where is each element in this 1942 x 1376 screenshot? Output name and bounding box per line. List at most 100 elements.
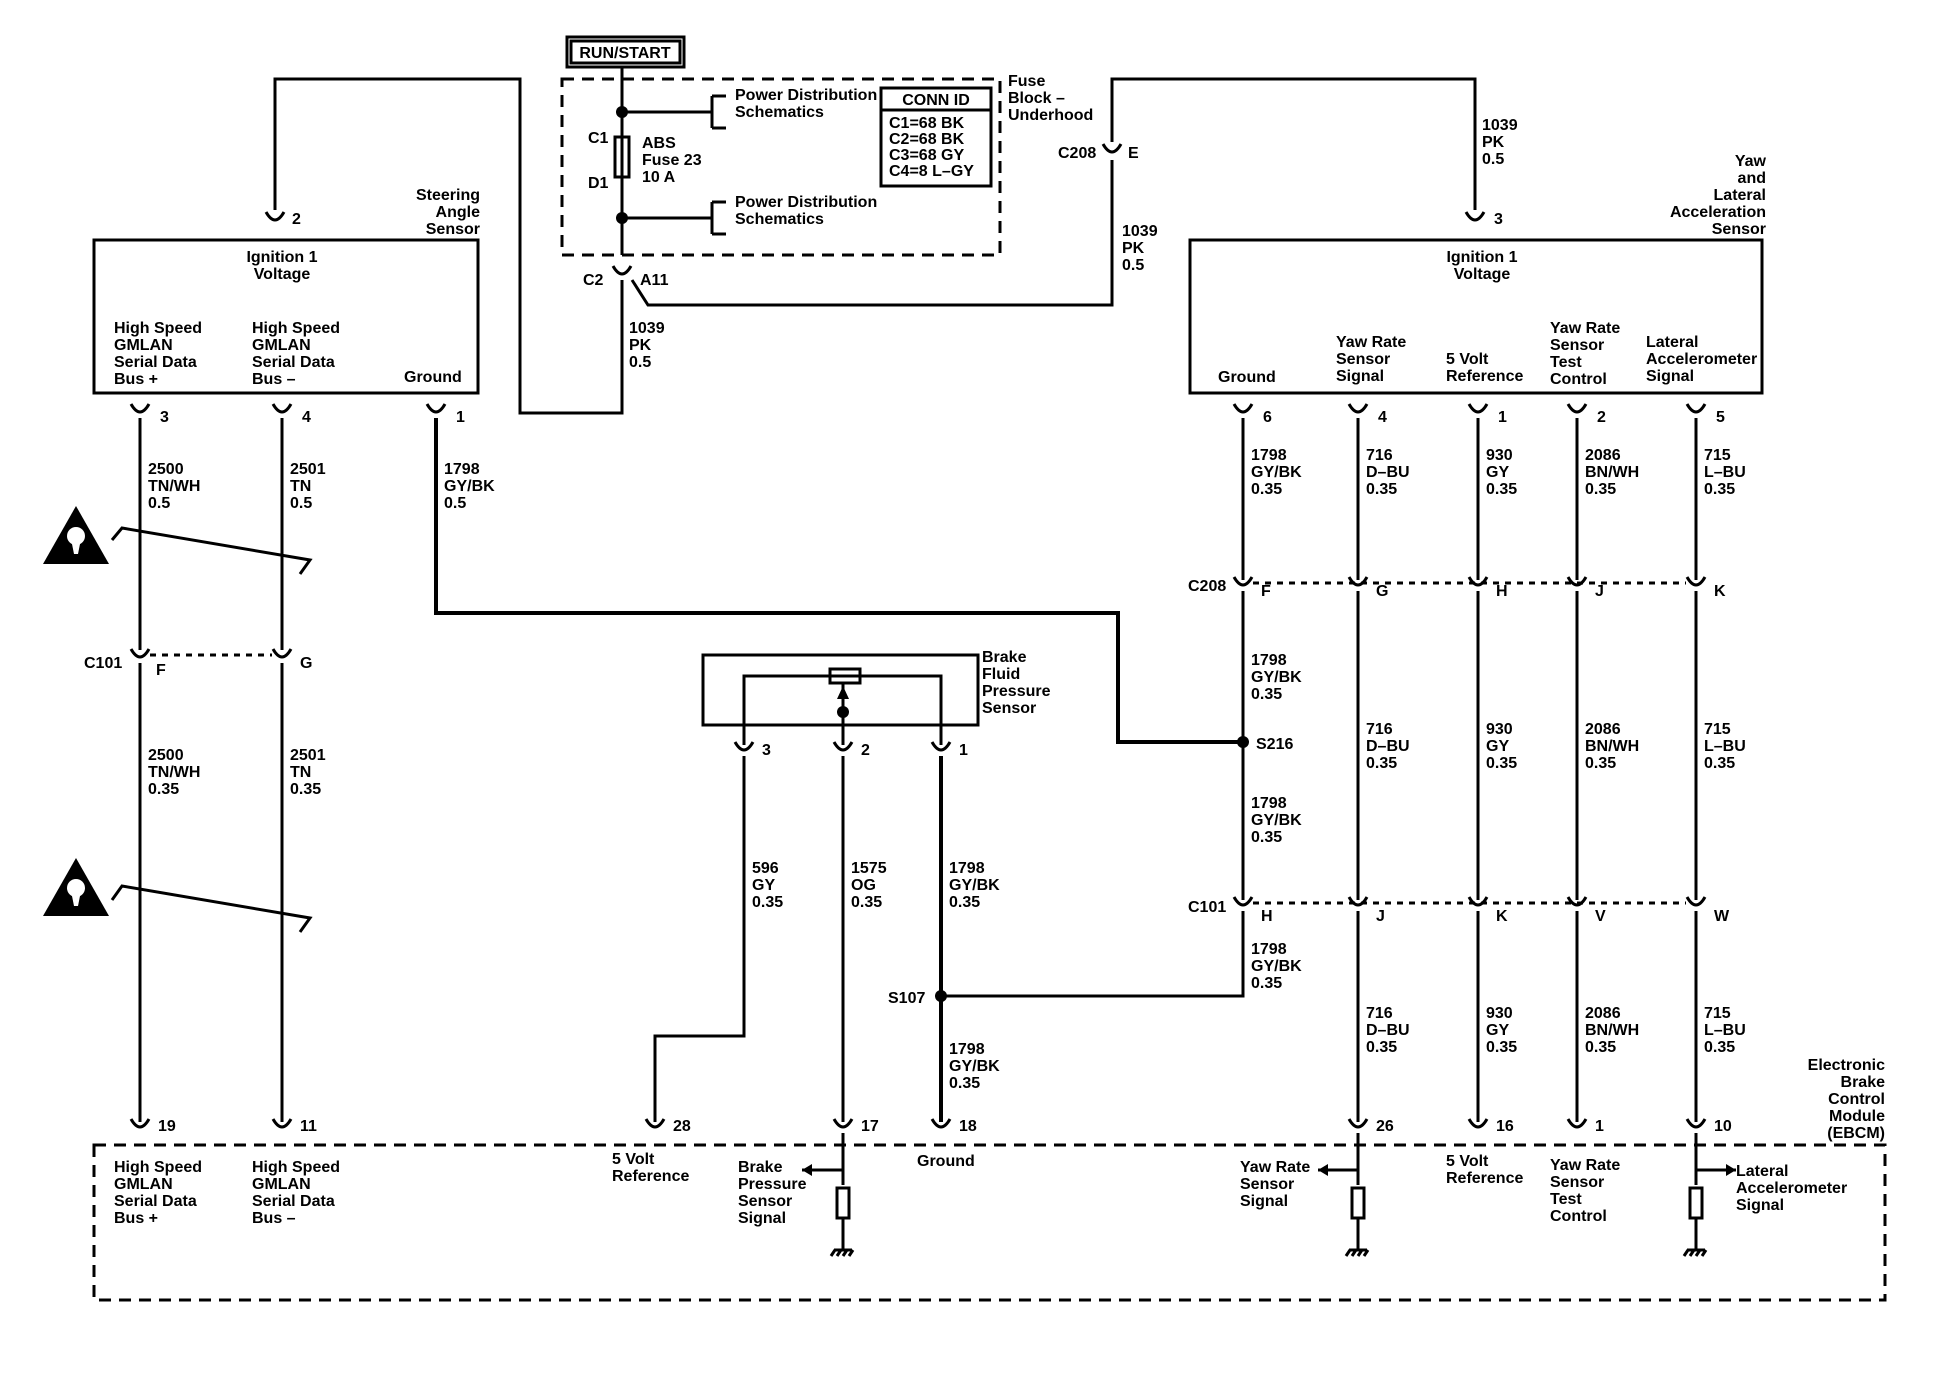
yaw-pin-connector [1232, 403, 1254, 414]
twisted-pair-marker-1 [110, 526, 313, 575]
yaw-rate-signal-arrow-icon [1318, 1164, 1328, 1176]
yaw-pin-label: Signal [1336, 368, 1384, 385]
c208-pin: G [1376, 583, 1388, 600]
yaw-wire-upper-label: D–BU [1366, 464, 1410, 481]
yaw-pin-label: Test [1550, 354, 1582, 371]
ebcm-pin-label: GMLAN [114, 1176, 173, 1193]
ebcm-pin-label: Ground [917, 1153, 975, 1170]
yaw-wire-mid-label: 930 [1486, 721, 1513, 738]
c101-pin: V [1595, 908, 1606, 925]
splice-s216 [1237, 736, 1249, 748]
wire-1798-c101-to-s107 [941, 911, 1245, 998]
run-start-box [565, 35, 686, 69]
steering-pin-label: High Speed [114, 320, 202, 337]
abs-fuse-icon [613, 135, 631, 179]
steering-pin-connector [271, 403, 293, 414]
brake-pressure-signal-arrow-icon [802, 1164, 812, 1176]
yaw-wire-mid-label: 0.35 [1704, 755, 1735, 772]
wire-2500-lower-label: 2500 [148, 747, 184, 764]
wire-1039-steering [273, 77, 624, 415]
ebcm-outline [92, 1143, 1887, 1302]
run-start-label: RUN/START [579, 45, 670, 62]
brake-sensor-name: Pressure [982, 683, 1051, 700]
yaw-wire-mid-label: D–BU [1366, 738, 1410, 755]
wire-1039-fuse-label: PK [629, 337, 652, 354]
wire-1798-ebcm-label: 0.35 [949, 1075, 980, 1092]
yaw-wire-mid-label: 1798 [1251, 652, 1287, 669]
yaw-wire-mid-label: BN/WH [1585, 738, 1639, 755]
ebcm-pin-label: Yaw Rate [1240, 1159, 1310, 1176]
yaw-ign-connector [1464, 211, 1486, 222]
yaw-wire-lower-label: L–BU [1704, 1022, 1746, 1039]
steering-pin-label: Serial Data [114, 354, 197, 371]
c101-f-connector [129, 648, 151, 659]
ebcm-pin-label: High Speed [114, 1159, 202, 1176]
abs-fuse-label: 10 A [642, 169, 676, 186]
c101-left-label: C101 [84, 655, 122, 672]
c101-f-pin: F [156, 662, 166, 679]
ebcm-pin-label: GMLAN [252, 1176, 311, 1193]
wire-1798-s216-below-label: 0.35 [1251, 829, 1282, 846]
ebcm-pullup-resistor-icon [1350, 1186, 1366, 1220]
ebcm-pin-num: 11 [300, 1118, 317, 1135]
ebcm-pin-num: 1 [1595, 1118, 1604, 1135]
yaw-ign-pin: 3 [1494, 211, 1503, 228]
wire-2501-lower-label: 0.35 [290, 781, 321, 798]
wire-1798-ebcm-label: GY/BK [949, 1058, 1000, 1075]
ground-icon [1344, 1240, 1370, 1257]
wire-2501-upper-label: 0.5 [290, 495, 312, 512]
wire-2500-upper-label: 2500 [148, 461, 184, 478]
brake-sensor-internal-loop [742, 674, 943, 745]
brake-sensor-name: Fluid [982, 666, 1020, 683]
ebcm-pin-label: Sensor [738, 1193, 792, 1210]
conn-id-row: C1=68 BK [889, 115, 965, 132]
wire-2501-upper-label: 2501 [290, 461, 326, 478]
steering-ign-pin: 2 [292, 211, 301, 228]
yaw-pin-num: 4 [1378, 409, 1387, 426]
ebcm-pin-label: High Speed [252, 1159, 340, 1176]
fuse-d1-label: D1 [588, 175, 609, 192]
yaw-ign-label: Voltage [1454, 266, 1511, 283]
wire-1039-top-label: PK [1482, 134, 1505, 151]
yaw-sensor-name: Yaw [1735, 153, 1767, 170]
wire-596-label: GY [752, 877, 775, 894]
abs-fuse-label: ABS [642, 135, 676, 152]
ebcm-pin-label: Lateral [1736, 1163, 1788, 1180]
wire-1039-mid-label: 1039 [1122, 223, 1158, 240]
yaw-pin-num: 1 [1498, 409, 1507, 426]
wire-1039-mid-label: PK [1122, 240, 1145, 257]
steering-pin-label: GMLAN [114, 337, 173, 354]
yaw-wire-lower-label: 0.35 [1704, 1039, 1735, 1056]
steering-pin-label: Ground [404, 369, 462, 386]
yaw-wire-upper-label: 2086 [1585, 447, 1621, 464]
yaw-wire-mid-label: 716 [1366, 721, 1393, 738]
ebcm-pin-label: Accelerometer [1736, 1180, 1847, 1197]
steering-sensor-name: Steering [416, 187, 480, 204]
brake-sensor-element-icon [828, 667, 862, 685]
ebcm-pin-num: 19 [158, 1118, 176, 1135]
ebcm-pin-label: Sensor [1550, 1174, 1604, 1191]
yaw-wire-mid-label: 0.35 [1366, 755, 1397, 772]
brake-sensor-box [701, 653, 980, 727]
wire-1798-c101-label: 1798 [1251, 941, 1287, 958]
brake-sensor-pin-num: 3 [762, 742, 771, 759]
fuse-a11-label: A11 [640, 272, 669, 289]
c208-label: C208 [1188, 578, 1226, 595]
yaw-wire-lower-label: 930 [1486, 1005, 1513, 1022]
yaw-wire-mid-label: 2086 [1585, 721, 1621, 738]
wire-1039-top-label: 0.5 [1482, 151, 1504, 168]
wire-1798-s216-below-label: GY/BK [1251, 812, 1302, 829]
ebcm-pin-label: Yaw Rate [1550, 1157, 1620, 1174]
yaw-pin-connector [1467, 403, 1489, 414]
steering-sensor-name: Angle [436, 204, 481, 221]
yaw-pin-label: Lateral [1646, 334, 1698, 351]
ebcm-pin-label: Serial Data [114, 1193, 197, 1210]
pds-label-top: Power Distribution [735, 87, 877, 104]
ebcm-pullup-resistor-icon [1688, 1186, 1704, 1220]
yaw-wire-mid-label: 0.35 [1251, 686, 1282, 703]
yaw-wire-mid-label: L–BU [1704, 738, 1746, 755]
c208-e-connector [1101, 143, 1123, 154]
conn-id-title: CONN ID [902, 92, 970, 109]
ebcm-pin-label: Control [1550, 1208, 1607, 1225]
pds-link-bottom [622, 200, 726, 236]
